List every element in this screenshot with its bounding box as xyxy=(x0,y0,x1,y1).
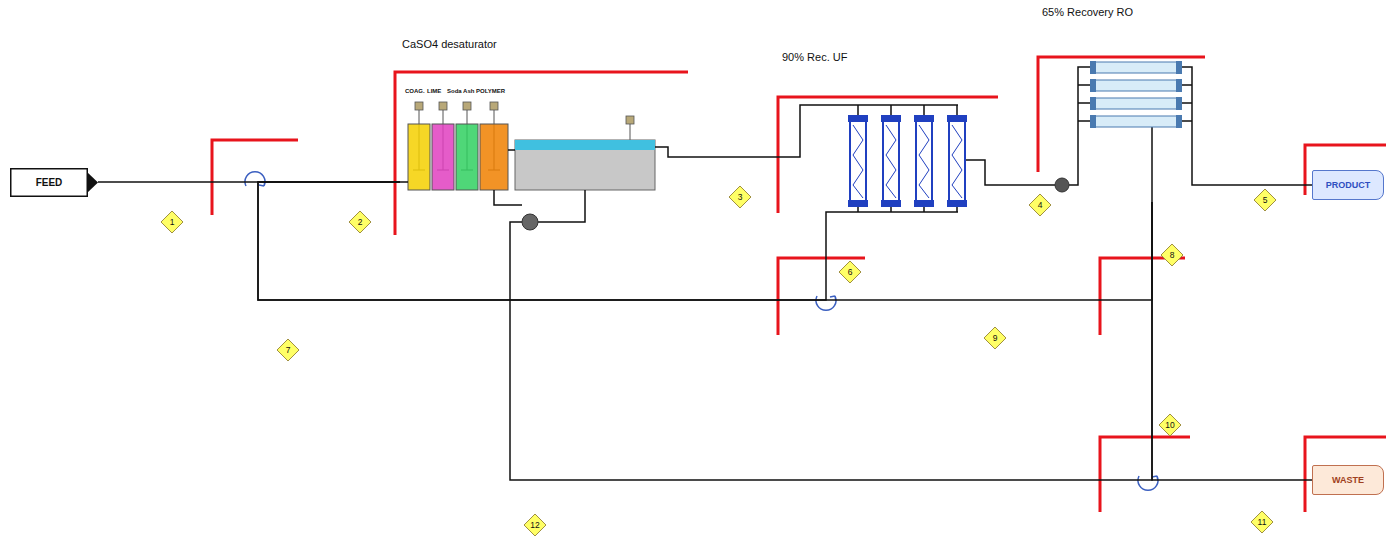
callout-diamond xyxy=(1029,194,1051,216)
callout-diamond xyxy=(984,327,1006,349)
mixer-icon xyxy=(245,172,265,186)
clarifier-indicator xyxy=(626,116,634,124)
callout-diamond xyxy=(524,514,546,536)
clarifier-tank xyxy=(515,140,655,190)
splitter-icon xyxy=(1138,476,1158,490)
callout-number: 2 xyxy=(349,211,371,233)
stream-line xyxy=(258,182,826,300)
callout-diamond xyxy=(729,186,751,208)
unit-heading: 65% Recovery RO xyxy=(1042,6,1133,18)
callout-number: 10 xyxy=(1159,414,1181,436)
uf-caps xyxy=(848,115,967,207)
dosing-indicator xyxy=(439,102,447,110)
uf-manifolds xyxy=(780,105,998,215)
ro-vessel xyxy=(1092,116,1180,127)
mixer-rotation-icons xyxy=(245,172,1158,491)
stream-line xyxy=(258,182,1152,300)
callout-diamond xyxy=(1251,511,1273,533)
callout-number: 11 xyxy=(1251,511,1273,533)
callout-diamond xyxy=(1159,414,1181,436)
ro-pipes xyxy=(1040,67,1290,202)
unit-heading: 90% Rec. UF xyxy=(782,51,847,63)
callout-number: 1 xyxy=(161,211,183,233)
recycle-pump xyxy=(522,214,538,230)
ro-unit: 65% Recovery RO xyxy=(1040,2,1290,202)
stream-line xyxy=(510,202,1152,480)
stream-line xyxy=(998,184,1040,186)
lime-tank xyxy=(432,124,454,190)
unit-heading: CaSO4 desaturator xyxy=(402,38,497,50)
stream-line xyxy=(1290,184,1312,186)
terminal-label: PRODUCT xyxy=(1326,180,1371,190)
unit-bracket xyxy=(212,57,1386,512)
desaturator-illustration xyxy=(400,102,688,235)
callout-diamond xyxy=(1254,189,1276,211)
dosing-indicator xyxy=(415,102,423,110)
callout-diamond xyxy=(1161,244,1183,266)
ro-illustration xyxy=(1040,61,1290,202)
callout-number: 6 xyxy=(839,261,861,283)
desaturator-pipes xyxy=(400,147,688,235)
callout-number: 5 xyxy=(1254,189,1276,211)
uf-fibres xyxy=(853,125,962,198)
terminal-label: WASTE xyxy=(1332,475,1364,485)
chemical-label: POLYMER xyxy=(476,88,505,94)
chemical-label: Soda Ash xyxy=(447,88,474,94)
chemical-label: LIME xyxy=(427,88,441,94)
coag-tank xyxy=(408,124,430,190)
feed-arrow-tip xyxy=(87,172,98,193)
polymer-tank xyxy=(480,124,508,190)
feed-terminal: FEED xyxy=(10,168,98,197)
ro-vessel xyxy=(1092,80,1180,91)
ro-vessel xyxy=(1092,62,1180,73)
dosing-indicator xyxy=(490,102,498,110)
callout-number: 4 xyxy=(1029,194,1051,216)
callout-diamond xyxy=(839,261,861,283)
callout-number: 7 xyxy=(277,339,299,361)
desaturator-unit: CaSO4 desaturator xyxy=(400,35,688,235)
clarifier-water xyxy=(515,140,655,150)
callout-number: 8 xyxy=(1161,244,1183,266)
callout-diamond xyxy=(349,211,371,233)
stream-line xyxy=(1152,202,1312,480)
ro-vessel xyxy=(1092,98,1180,109)
feed-box xyxy=(11,169,88,197)
uf-unit: 90% Rec. UF xyxy=(780,45,998,215)
terminal-label: FEED xyxy=(36,177,63,188)
callout-diamond xyxy=(277,339,299,361)
ro-feed-pump xyxy=(1055,178,1069,192)
stream-line xyxy=(688,156,780,158)
callout-number: 12 xyxy=(524,514,546,536)
callout-number: 3 xyxy=(729,186,751,208)
callout-number: 9 xyxy=(984,327,1006,349)
waste-terminal: WASTE xyxy=(1312,465,1384,495)
chemical-label: COAG. xyxy=(405,88,425,94)
uf-illustration xyxy=(780,105,998,215)
dosing-indicator xyxy=(463,102,471,110)
callout-diamond xyxy=(161,211,183,233)
soda-ash-tank xyxy=(456,124,478,190)
ro-caps xyxy=(1090,61,1182,128)
product-terminal: PRODUCT xyxy=(1312,170,1384,200)
